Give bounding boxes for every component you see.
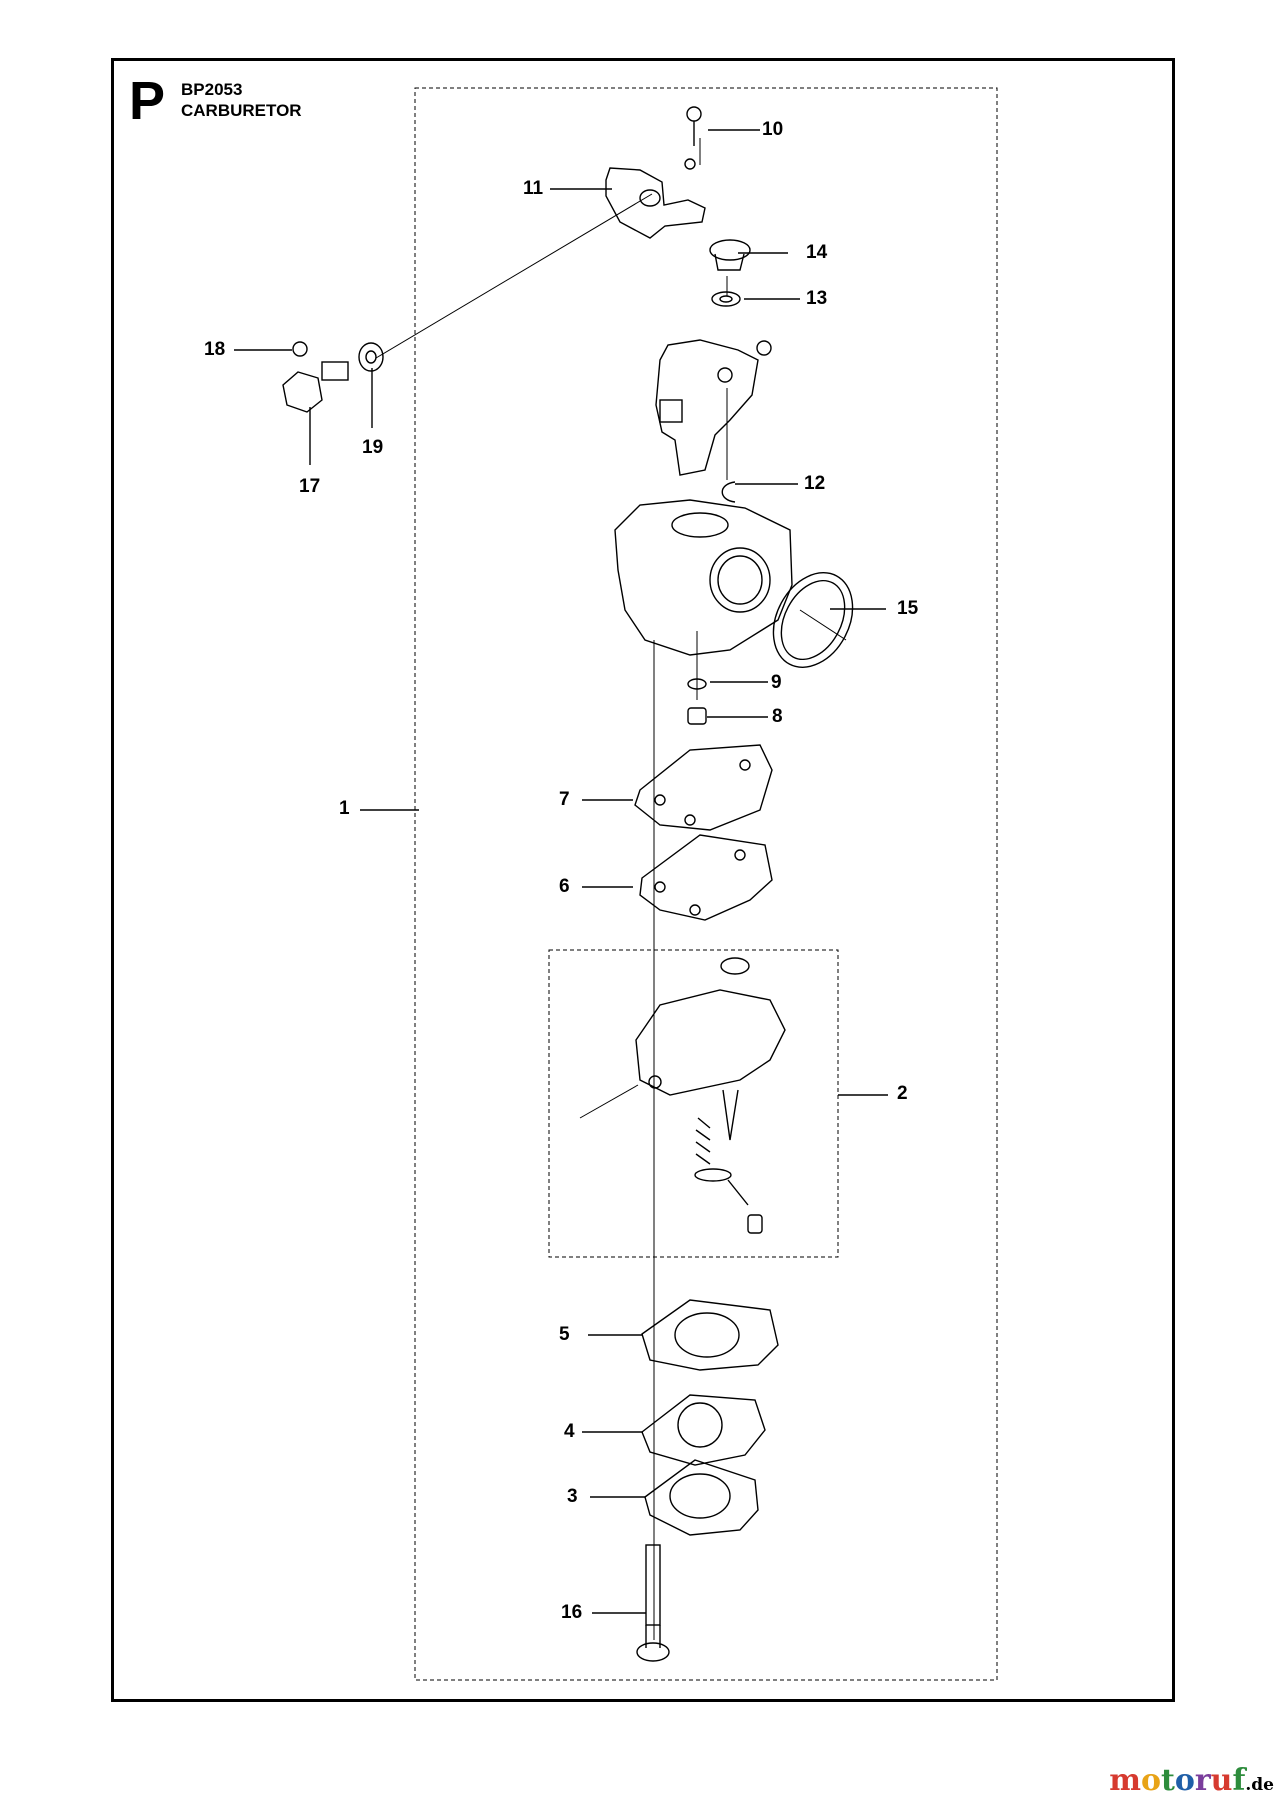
callout-5: 5 (559, 1324, 570, 1345)
screw-8 (687, 707, 707, 725)
linkage-line (375, 193, 653, 359)
throttle-assembly (655, 339, 759, 476)
gasket-3 (644, 1459, 759, 1536)
gasket-7 (634, 744, 773, 831)
screw-shaft (321, 361, 349, 381)
assembly-1-boundary (414, 87, 998, 1681)
o-ring-9 (687, 678, 707, 690)
adjuster-17 (282, 371, 323, 413)
nut-19 (358, 342, 384, 372)
filter-screen (720, 957, 750, 975)
bracket-11 (605, 167, 706, 239)
diaphragm-6 (639, 834, 773, 921)
callout-18: 18 (204, 339, 226, 360)
callout-13: 13 (806, 288, 828, 309)
callout-2: 2 (897, 1083, 908, 1104)
callout-17: 17 (299, 476, 321, 497)
washer-13 (711, 291, 741, 307)
watermark-brand: motoruf (1109, 1763, 1246, 1798)
diagram-frame (111, 58, 1175, 1702)
watermark-logo[interactable]: motoruf.de (1109, 1766, 1274, 1796)
metering-body-2 (635, 989, 786, 1096)
callout-8: 8 (772, 706, 783, 727)
plug-14 (709, 239, 751, 261)
bolt-16 (645, 1544, 661, 1626)
callout-10: 10 (762, 119, 784, 140)
callout-3: 3 (567, 1486, 578, 1507)
callout-11: 11 (523, 178, 544, 199)
callout-7: 7 (559, 789, 570, 810)
carburetor-body (614, 499, 793, 656)
clip-12 (721, 481, 736, 503)
callout-14: 14 (806, 242, 828, 263)
callout-12: 12 (804, 473, 826, 494)
screw-10 (686, 106, 702, 122)
callout-9: 9 (771, 672, 782, 693)
callout-4: 4 (564, 1421, 575, 1442)
model-number: BP2053 (181, 80, 243, 99)
callout-15: 15 (897, 598, 919, 619)
diagram-title: CARBURETOR (181, 101, 302, 120)
section-letter: P (129, 71, 166, 131)
assembly-2-boundary (548, 949, 839, 1258)
diaphragm-4 (641, 1394, 766, 1466)
callout-1: 1 (339, 798, 350, 819)
callout-16: 16 (561, 1602, 583, 1623)
callout-6: 6 (559, 876, 570, 897)
screw-18 (292, 341, 308, 357)
gasket-ring-15 (772, 572, 854, 668)
callout-19: 19 (362, 437, 384, 458)
gasket-5 (641, 1299, 779, 1371)
watermark-domain: .de (1245, 1775, 1274, 1795)
